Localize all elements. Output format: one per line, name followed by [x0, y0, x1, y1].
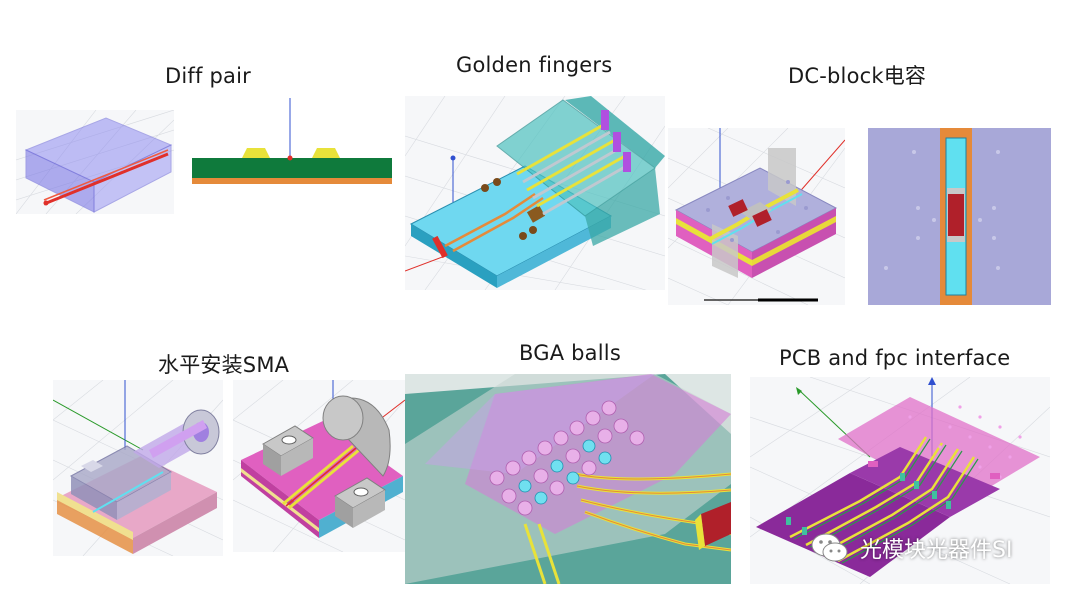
sma-view-2: [233, 380, 405, 552]
watermark: 光模块光器件SI: [808, 526, 1012, 570]
sma-view-1-drawing: [53, 380, 223, 556]
title-bga: BGA balls: [519, 341, 621, 365]
sma-view-2-drawing: [233, 380, 405, 552]
dc-block-top-view: [868, 128, 1051, 305]
diff-pair-cross-section: [190, 98, 395, 190]
diff-pair-cross-drawing: [192, 98, 392, 184]
dc-block-top-drawing: [868, 128, 1051, 305]
title-pcb-fpc: PCB and fpc interface: [779, 346, 1011, 370]
title-golden-fingers: Golden fingers: [456, 53, 613, 77]
dc-block-3d-drawing: [668, 128, 845, 305]
title-dc-block: DC-block电容: [788, 64, 927, 88]
title-sma: 水平安装SMA: [158, 353, 290, 377]
watermark-text: 光模块光器件SI: [860, 538, 1013, 563]
bga-drawing: [405, 374, 731, 584]
pcb-fpc-view: [750, 377, 1050, 584]
sma-view-1: [53, 380, 223, 556]
diff-pair-3d-view: [16, 110, 174, 214]
golden-fingers-view: [405, 96, 665, 290]
wechat-logo-icon: [811, 533, 848, 562]
dc-block-3d-view: [668, 128, 845, 305]
golden-fingers-drawing: [405, 96, 665, 290]
diff-pair-3d-drawing: [16, 110, 174, 214]
pcb-fpc-drawing: [750, 377, 1050, 584]
title-diff-pair: Diff pair: [165, 64, 251, 88]
bga-view: [405, 374, 731, 584]
